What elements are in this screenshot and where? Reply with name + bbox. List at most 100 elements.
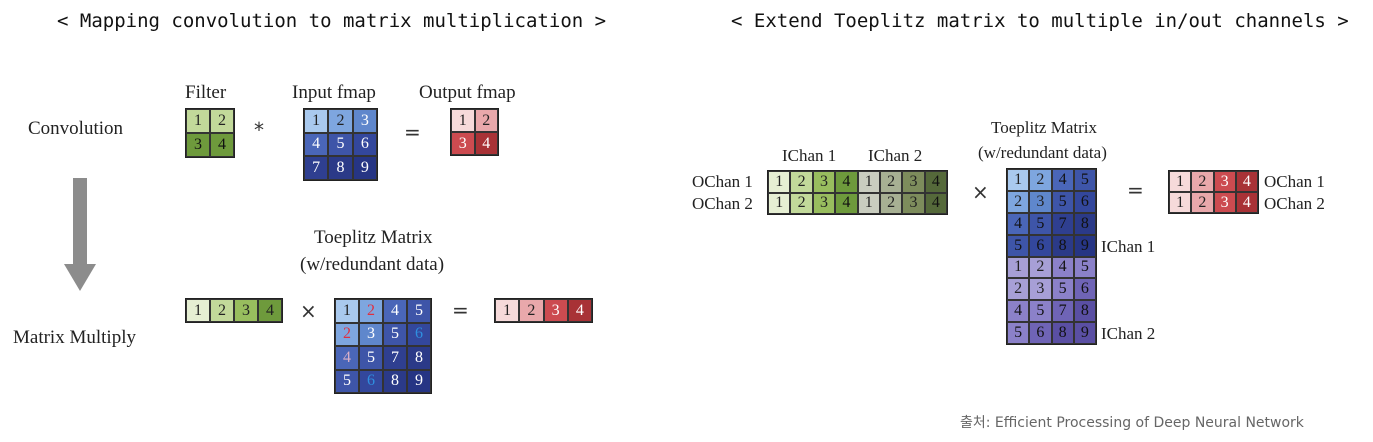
toeplitz-cell: 7	[383, 346, 407, 370]
toeplitz-label: Toeplitz Matrix	[314, 227, 433, 248]
filter-cell: 3	[812, 192, 836, 214]
times-operator-mm: ×	[300, 299, 317, 323]
filter-cell: 2	[879, 171, 903, 193]
matrix-cell: 6	[352, 132, 377, 157]
matrix-cell: 2	[210, 109, 234, 133]
toeplitz-cell: 2	[1029, 256, 1052, 279]
toeplitz-cell: 6	[1073, 190, 1096, 213]
filter-cell: 4	[835, 171, 858, 193]
filter-cell: 2	[790, 192, 813, 214]
toeplitz-cell: 2	[335, 322, 359, 346]
filter-cell: 4	[924, 192, 947, 214]
matrix-cell: 4	[474, 132, 498, 155]
matrix-cell: 3	[234, 299, 258, 322]
matrix-cell: 4	[304, 132, 329, 157]
toeplitz-cell: 8	[1051, 322, 1074, 344]
equals-operator-mm: =	[452, 298, 469, 322]
toeplitz-cell: 2	[359, 299, 383, 323]
equals-operator-conv: =	[404, 120, 421, 144]
output-cell: 1	[1169, 171, 1192, 192]
output-cell: 2	[1191, 171, 1214, 192]
filter-cell: 3	[812, 171, 836, 193]
toeplitz-cell: 5	[359, 346, 383, 370]
toeplitz-multi-sublabel: (w/redundant data)	[978, 143, 1107, 162]
toeplitz-cell: 9	[407, 369, 431, 393]
left-title: < Mapping convolution to matrix multipli…	[57, 10, 607, 32]
toeplitz-cell: 2	[1029, 169, 1052, 191]
filter-cell: 1	[857, 192, 880, 214]
toeplitz-cell: 4	[1007, 212, 1030, 235]
matrix-cell: 9	[352, 156, 377, 180]
toeplitz-cell: 5	[1073, 256, 1096, 279]
matrix-cell: 1	[495, 299, 520, 322]
matrix-cell: 5	[328, 132, 353, 157]
toeplitz-cell: 5	[407, 299, 431, 323]
toeplitz-cell: 4	[1051, 256, 1074, 279]
toeplitz-cell: 5	[335, 369, 359, 393]
matrix-cell: 4	[210, 133, 234, 157]
matrix-cell: 2	[474, 109, 498, 132]
toeplitz-cell: 5	[1073, 169, 1096, 191]
toeplitz-cell: 5	[1007, 322, 1030, 344]
convolution-label: Convolution	[28, 118, 124, 139]
toeplitz-cell: 8	[383, 369, 407, 393]
matrix-cell: 1	[186, 299, 210, 322]
output-fmap-label: Output fmap	[419, 82, 516, 103]
toeplitz-cell: 6	[359, 369, 383, 393]
ochan2-label: OChan 2	[692, 194, 753, 213]
source-credit: 출처: Efficient Processing of Deep Neural …	[960, 415, 1304, 431]
filter-cell: 1	[857, 171, 880, 193]
toeplitz-cell: 5	[1051, 190, 1074, 213]
filter-cell: 1	[768, 171, 791, 193]
matrix-cell: 8	[328, 156, 353, 180]
down-arrow-icon	[64, 178, 96, 292]
filter-cell: 3	[902, 171, 925, 193]
toeplitz-cell: 8	[1051, 234, 1074, 257]
ochan1-label: OChan 1	[692, 172, 753, 191]
toeplitz-cell: 3	[1029, 190, 1052, 213]
equals-operator-multi: =	[1127, 178, 1144, 202]
toeplitz-cell: 4	[1051, 169, 1074, 191]
toeplitz-cell: 8	[407, 346, 431, 370]
output-cell: 4	[1235, 171, 1258, 192]
toeplitz-cell: 9	[1073, 234, 1096, 257]
convolution-operator: *	[254, 118, 264, 142]
filter-label: Filter	[185, 82, 227, 103]
matrix-cell: 2	[328, 109, 353, 133]
filter-cell: 2	[790, 171, 813, 193]
filter-cell: 4	[835, 192, 858, 214]
toeplitz-cell: 7	[1051, 300, 1074, 323]
filter-cell: 3	[902, 192, 925, 214]
toeplitz-cell: 4	[1007, 300, 1030, 323]
ichan1-side-label: IChan 1	[1101, 237, 1156, 256]
matrix-cell: 7	[304, 156, 329, 180]
toeplitz-cell: 1	[335, 299, 359, 323]
ochan1-out-label: OChan 1	[1264, 172, 1325, 191]
matrix-cell: 3	[543, 299, 568, 322]
matrix-cell: 1	[186, 109, 210, 133]
matrix-cell: 2	[519, 299, 544, 322]
toeplitz-cell: 6	[1073, 278, 1096, 301]
toeplitz-cell: 6	[1029, 322, 1052, 344]
toeplitz-cell: 5	[1007, 234, 1030, 257]
output-cell: 1	[1169, 192, 1192, 213]
times-operator-multi: ×	[972, 180, 989, 204]
toeplitz-cell: 5	[1029, 300, 1052, 323]
toeplitz-cell: 5	[383, 322, 407, 346]
ichan2-top-label: IChan 2	[868, 146, 923, 165]
ichan2-side-label: IChan 2	[1101, 324, 1156, 343]
toeplitz-cell: 3	[1029, 278, 1052, 301]
toeplitz-cell: 5	[1051, 278, 1074, 301]
toeplitz-cell: 6	[1029, 234, 1052, 257]
matrix-cell: 4	[258, 299, 282, 322]
output-cell: 4	[1235, 192, 1258, 213]
toeplitz-cell: 4	[383, 299, 407, 323]
